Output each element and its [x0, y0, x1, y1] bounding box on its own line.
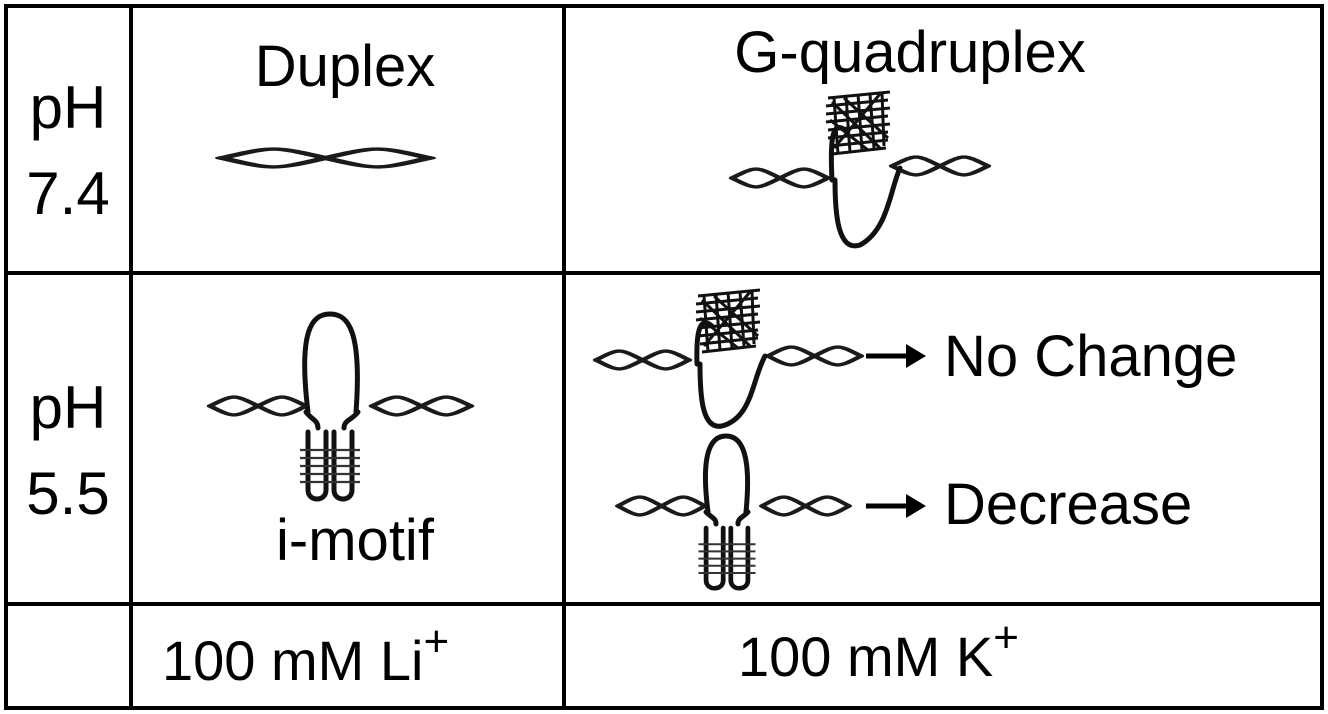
column-header-g-quadruplex: G-quadruplex — [734, 20, 1085, 85]
row-label-ph: pH — [30, 74, 107, 141]
table-border — [4, 4, 1324, 710]
condition-lithium: 100 mM Li+ — [162, 617, 449, 692]
row-label-value: 7.4 — [26, 160, 109, 227]
dna-duplex-icon — [222, 149, 429, 167]
g-quadruplex-icon — [732, 90, 988, 249]
i-motif-icon — [618, 433, 849, 588]
row-label-ph: pH — [30, 374, 107, 441]
outcome-decrease: Decrease — [944, 472, 1192, 537]
column-header-duplex: Duplex — [255, 34, 436, 99]
right-arrow-icon — [866, 344, 926, 368]
outcome-no-change: No Change — [944, 324, 1237, 389]
condition-potassium: 100 mM K+ — [738, 613, 1019, 688]
g-quadruplex-icon — [596, 288, 861, 429]
right-arrow-icon — [866, 494, 926, 518]
row-label-value: 5.5 — [26, 460, 109, 527]
i-motif-label: i-motif — [276, 508, 435, 573]
i-motif-icon — [210, 311, 471, 499]
